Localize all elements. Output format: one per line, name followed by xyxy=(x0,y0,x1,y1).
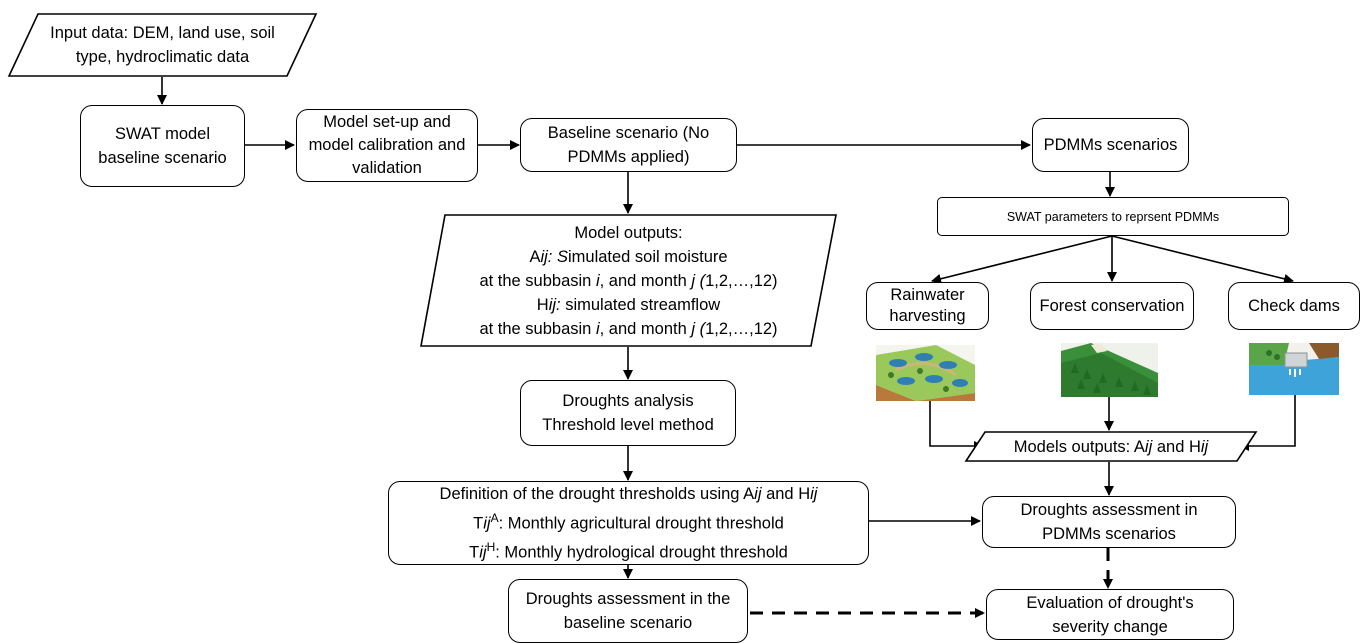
evaluation-line-2: severity change xyxy=(1052,617,1168,636)
text-a: A xyxy=(529,247,541,266)
model-setup-line-2: model calibration and xyxy=(308,136,466,154)
italic-j: j ( xyxy=(691,319,706,338)
evaluation-line-1: Evaluation of drought's xyxy=(1026,593,1194,612)
model-outputs-streamflow: Hij: simulated streamflow xyxy=(537,293,720,317)
forest-conservation-illustration xyxy=(1061,343,1158,397)
rainwater-harvesting-node: Rainwater harvesting xyxy=(866,282,989,330)
droughts-assessment-pdmms-line-2: PDMMs scenarios xyxy=(1042,525,1176,543)
swat-model-line-1: SWAT model xyxy=(114,125,211,143)
italic-i: i xyxy=(595,319,600,338)
definition-line-2: TijA: Monthly agricultural drought thres… xyxy=(473,506,784,536)
parallelogram-shape xyxy=(7,13,318,77)
italic-i: i xyxy=(595,271,600,290)
italic-ij: ij xyxy=(483,514,491,532)
model-outputs-soil-moisture: Aij: Simulated soil moisture xyxy=(529,245,727,269)
text-t: T xyxy=(473,514,484,532)
model-outputs-title: Model outputs: xyxy=(574,223,683,242)
italic-j: j ( xyxy=(691,271,706,290)
arrow-rainwater-to-models-outputs xyxy=(929,400,984,451)
input-data-node: Input data: DEM, land use, soil type, hy… xyxy=(7,13,318,77)
drought-thresholds-definition-node: Definition of the drought thresholds usi… xyxy=(388,481,869,565)
baseline-scenario-node: Baseline scenario (No PDMMs applied) xyxy=(520,118,737,172)
input-data-line-1: Input data: DEM, land use, soil xyxy=(50,24,275,42)
rainwater-harvesting-line-2: harvesting xyxy=(889,307,966,325)
model-outputs-node: Model outputs: Aij: Simulated soil moist… xyxy=(420,214,837,347)
text-subbasin: at the subbasin xyxy=(479,271,596,290)
droughts-analysis-node: Droughts analysis Threshold level method xyxy=(520,380,736,446)
italic-ij: ij xyxy=(479,543,487,562)
italic-ij: ij xyxy=(810,484,818,503)
droughts-assessment-baseline-node: Droughts assessment in the baseline scen… xyxy=(508,579,748,643)
droughts-analysis-line-1: Droughts analysis xyxy=(562,392,694,410)
evaluation-node: Evaluation of drought's severity change xyxy=(986,589,1234,640)
superscript-h: H xyxy=(486,540,496,554)
italic-ij-s: ij: S xyxy=(540,247,568,266)
text-t: T xyxy=(469,543,480,562)
check-dams-illustration xyxy=(1249,343,1339,395)
text-months-range: 1,2,…,12) xyxy=(705,271,778,290)
swat-model-line-2: baseline scenario xyxy=(98,149,227,167)
pdmms-scenarios-node: PDMMs scenarios xyxy=(1032,118,1189,172)
model-setup-line-1: Model set-up and xyxy=(323,113,451,131)
arrow-checkdams-to-models-outputs xyxy=(1239,395,1296,451)
text-simulated-soil-moisture: imulated soil moisture xyxy=(567,247,728,266)
droughts-assessment-pdmms-line-1: Droughts assessment in xyxy=(1020,501,1198,519)
forest-conservation-label: Forest conservation xyxy=(1039,297,1185,315)
model-setup-node: Model set-up and model calibration and v… xyxy=(296,109,478,182)
text-definition: Definition of the drought thresholds usi… xyxy=(439,484,755,503)
text-simulated-streamflow: simulated streamflow xyxy=(560,295,721,314)
droughts-assessment-baseline-line-2: baseline scenario xyxy=(563,614,693,632)
model-outputs-streamflow-location: at the subbasin i, and month j (1,2,…,12… xyxy=(479,317,777,341)
model-outputs-soil-location: at the subbasin i, and month j (1,2,…,12… xyxy=(479,269,777,293)
models-outputs-node: Models outputs: Aij and Hij xyxy=(964,431,1258,462)
text-agricultural-threshold: : Monthly agricultural drought threshold xyxy=(498,514,784,532)
text-month: , and month xyxy=(599,271,692,290)
swat-parameters-label: SWAT parameters to reprsent PDMMs xyxy=(1006,209,1220,224)
check-dams-label: Check dams xyxy=(1248,297,1340,315)
text-and-h: and H xyxy=(761,484,811,503)
parallelogram-shape xyxy=(964,431,1258,462)
forest-conservation-node: Forest conservation xyxy=(1030,282,1194,330)
italic-ij: ij xyxy=(1200,437,1209,456)
pdmms-scenarios-label: PDMMs scenarios xyxy=(1043,136,1178,154)
text-h: H xyxy=(536,295,549,314)
italic-ij: ij xyxy=(754,484,762,503)
definition-line-1: Definition of the drought thresholds usi… xyxy=(440,482,818,506)
definition-line-3: TijH: Monthly hydrological drought thres… xyxy=(469,535,788,565)
text-and-h: and H xyxy=(1152,437,1201,456)
check-dams-node: Check dams xyxy=(1228,282,1360,330)
text-models-outputs-a: Models outputs: A xyxy=(1013,437,1145,456)
text-month: , and month xyxy=(599,319,692,338)
superscript-a: A xyxy=(490,510,499,525)
italic-ij: ij: xyxy=(548,295,561,314)
parallelogram-shape xyxy=(420,214,837,347)
model-setup-line-3: validation xyxy=(352,159,422,177)
text-hydrological-threshold: : Monthly hydrological drought threshold xyxy=(495,543,788,562)
droughts-analysis-line-2: Threshold level method xyxy=(542,416,714,434)
swat-model-node: SWAT model baseline scenario xyxy=(80,105,245,187)
text-subbasin: at the subbasin xyxy=(479,319,596,338)
baseline-scenario-line-1: Baseline scenario (No xyxy=(547,124,710,142)
rainwater-harvesting-illustration xyxy=(876,345,975,401)
droughts-assessment-baseline-line-1: Droughts assessment in the xyxy=(525,590,731,608)
italic-ij: ij xyxy=(1144,437,1153,456)
rainwater-harvesting-line-1: Rainwater xyxy=(890,286,965,304)
arrow-parameters-to-checkdams xyxy=(1111,235,1294,284)
droughts-assessment-pdmms-node: Droughts assessment in PDMMs scenarios xyxy=(982,496,1236,548)
arrow-parameters-to-rainwater xyxy=(931,235,1113,284)
swat-parameters-node: SWAT parameters to reprsent PDMMs xyxy=(937,197,1289,236)
text-months-range: 1,2,…,12) xyxy=(705,319,778,338)
input-data-line-2: type, hydroclimatic data xyxy=(75,48,250,66)
baseline-scenario-line-2: PDMMs applied) xyxy=(567,148,690,166)
models-outputs-label: Models outputs: Aij and Hij xyxy=(1014,435,1208,459)
